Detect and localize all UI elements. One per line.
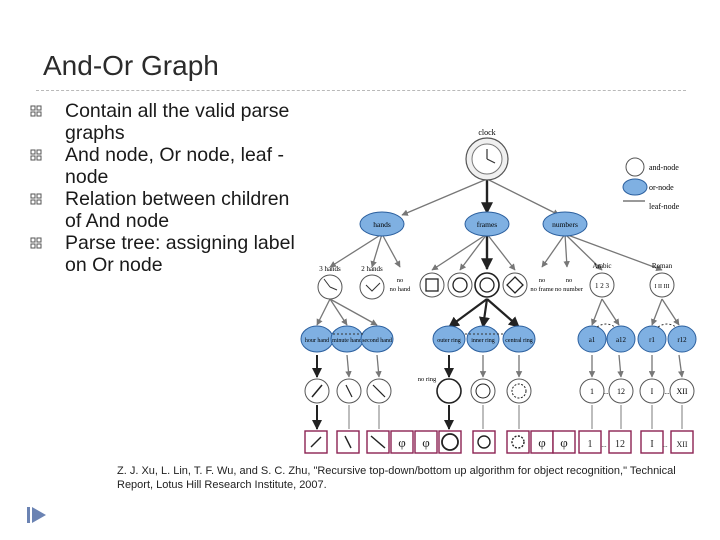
node-label: hands [373, 220, 391, 229]
number-label: 1 [590, 387, 594, 396]
node-label: central ring [505, 338, 533, 344]
node-label: r1 [649, 336, 655, 344]
bullet-item: Parse tree: assigning label on Or node [30, 232, 310, 276]
node-label: Arabic [592, 262, 611, 270]
svg-text:...: ... [664, 388, 670, 396]
bullet-item: And node, Or node, leaf -node [30, 144, 310, 188]
svg-text:XII: XII [676, 440, 687, 449]
bullet-marker-icon [30, 237, 42, 249]
legend-or-label: or-node [649, 183, 674, 192]
svg-text:...: ... [662, 441, 668, 449]
level2-nodes: 3 hands 2 hands no no hand no no frame n… [317, 262, 675, 300]
bullet-marker-icon [30, 149, 42, 161]
root-node: clock [465, 128, 509, 181]
node-label: hour hand [305, 338, 329, 344]
node-label: second hand [362, 338, 392, 344]
legend-leaf-label: leaf-node [649, 202, 680, 211]
svg-text:...: ... [603, 388, 609, 396]
node-label: r12 [677, 336, 687, 344]
svg-text:no: no [566, 277, 573, 284]
svg-text:φ: φ [538, 435, 546, 450]
legend-and-label: and-node [649, 163, 679, 172]
number-label: I [651, 387, 654, 396]
page-title: And-Or Graph [43, 50, 219, 81]
node-label: inner ring [471, 338, 495, 344]
svg-text:12: 12 [615, 439, 625, 450]
and-or-graph-diagram: clock and-node or-node leaf-node hands f… [300, 128, 697, 454]
arabic-value: 1 2 3 [595, 282, 610, 290]
bullet-text: Contain all the valid parse graphs [65, 100, 290, 144]
number-label: 12 [617, 387, 625, 396]
bullet-text: Relation between children of And node [65, 188, 290, 232]
bullet-text: And node, Or node, leaf -node [65, 144, 284, 188]
node-label: frames [477, 220, 497, 229]
bullet-item: Contain all the valid parse graphs [30, 100, 310, 144]
node-label: a1 [589, 336, 596, 344]
slide-nav-icon[interactable] [27, 505, 49, 525]
svg-text:no: no [539, 277, 546, 284]
node-label: 3 hands [319, 265, 341, 273]
level4-nodes: 1 ... 12 I ... XII [304, 378, 695, 404]
node-label: numbers [552, 220, 578, 229]
svg-text:φ: φ [398, 435, 406, 450]
level3-nodes: hour hand minute hand second hand outer … [300, 323, 697, 353]
node-label: outer ring [437, 338, 461, 344]
node-label: Roman [652, 262, 673, 270]
svg-text:1: 1 [588, 439, 593, 450]
node-label: no number [555, 286, 584, 293]
node-label: no hand [390, 286, 412, 293]
bullet-list: Contain all the valid parse graphs And n… [30, 100, 310, 276]
svg-text:φ: φ [422, 435, 430, 450]
node-label: minute hand [332, 338, 362, 344]
bullet-marker-icon [30, 105, 42, 117]
node-label: a12 [616, 336, 627, 344]
svg-text:φ: φ [560, 435, 568, 450]
svg-text:I: I [650, 439, 653, 450]
number-label: XII [676, 387, 687, 396]
edges [312, 178, 685, 430]
node-label: no [397, 277, 404, 284]
leaf-images: φ φ φ φ 1 ... 12 I ... XII [304, 430, 694, 454]
roman-value: I II III [655, 284, 670, 290]
bullet-marker-icon [30, 193, 42, 205]
bullet-text: Parse tree: assigning label on Or node [65, 232, 295, 276]
legend: and-node or-node leaf-node [622, 157, 680, 211]
svg-text:...: ... [601, 441, 607, 449]
citation-text: Z. J. Xu, L. Lin, T. F. Wu, and S. C. Zh… [117, 465, 676, 491]
node-label: no frame [530, 286, 553, 293]
title-divider [36, 90, 686, 91]
bullet-item: Relation between children of And node [30, 188, 310, 232]
node-label: 2 hands [361, 265, 383, 273]
level1-nodes: hands frames numbers [359, 211, 588, 237]
no-ring-label: no ring [418, 376, 437, 383]
root-label: clock [478, 128, 495, 137]
